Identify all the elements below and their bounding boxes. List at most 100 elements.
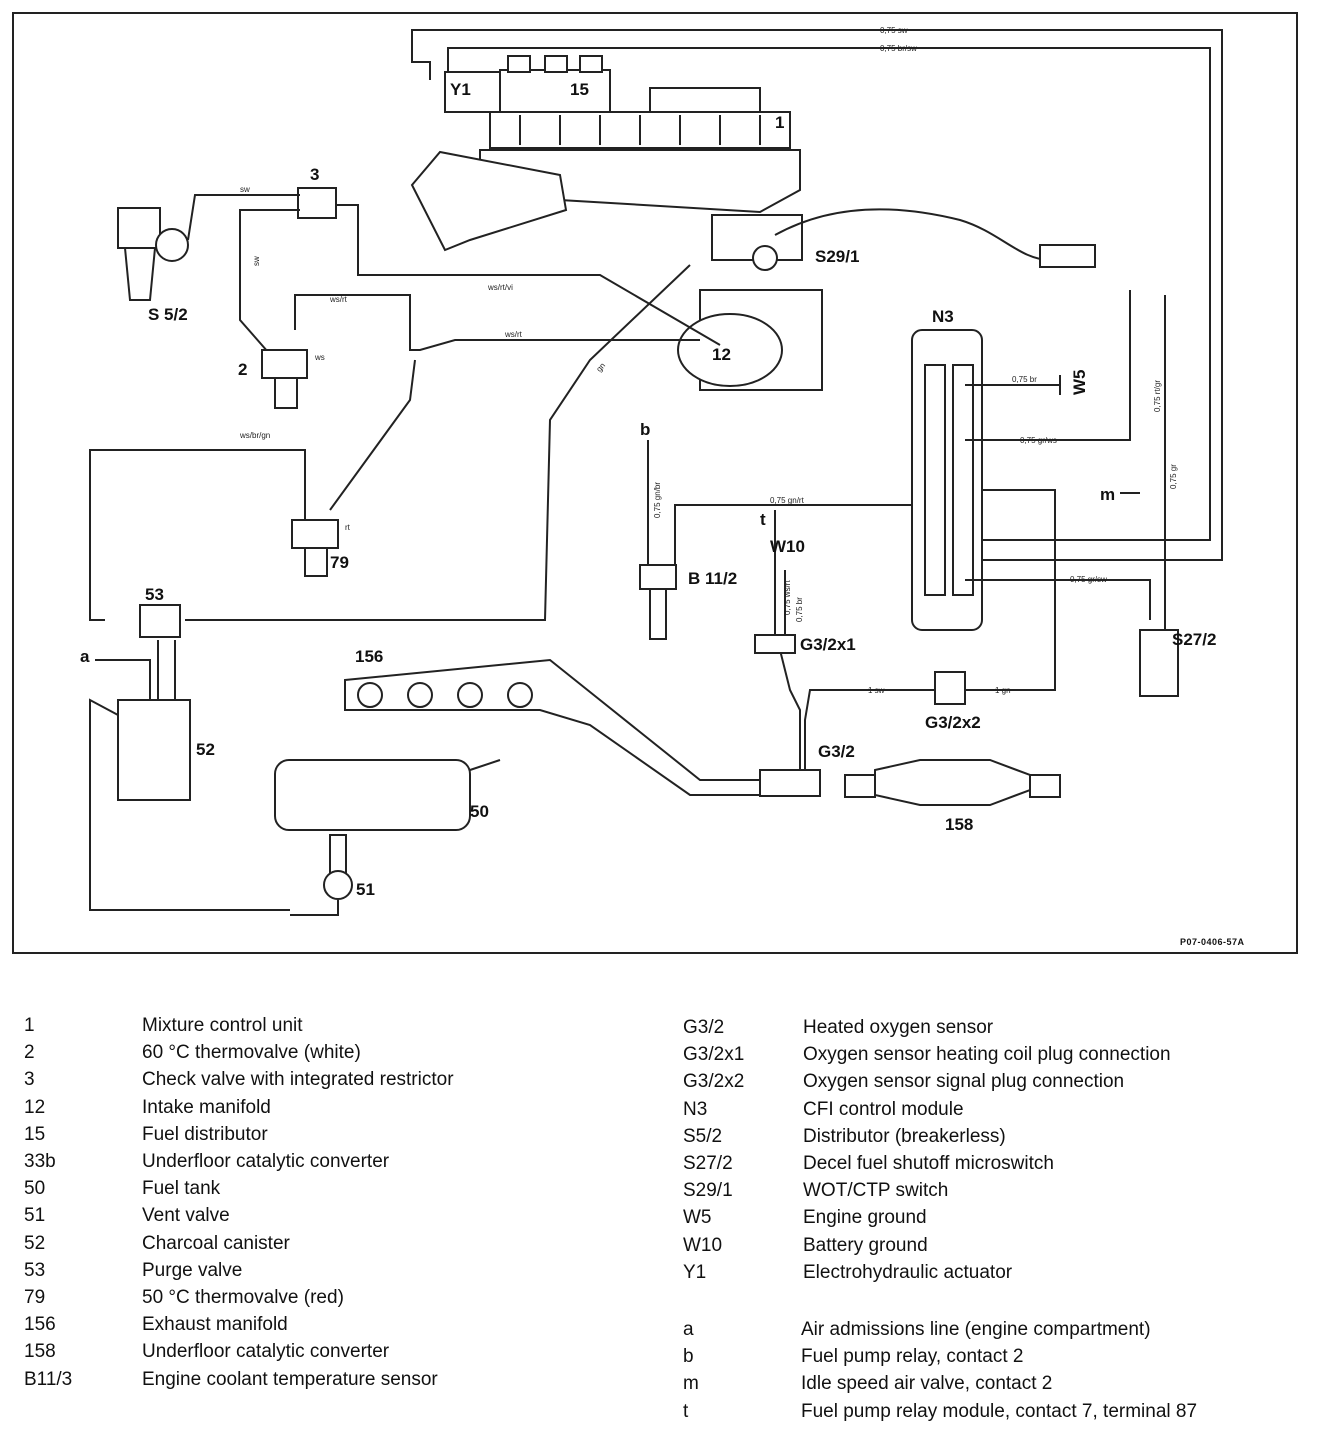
thermovalve-2-shape <box>261 349 308 409</box>
wire-label-rtgr: 0,75 rt/gr <box>1153 380 1162 412</box>
legend-description: Heated oxygen sensor <box>803 1017 994 1038</box>
wire-label-grsw: 0,75 gr/sw <box>1070 575 1107 584</box>
label-g3-2x1: G3/2x1 <box>800 635 856 654</box>
label-w10: W10 <box>770 537 805 556</box>
legend-code: b <box>683 1346 694 1368</box>
wire-top-brsw <box>447 47 1211 541</box>
check-valve-shape <box>297 187 337 219</box>
legend-description: Fuel pump relay, contact 2 <box>801 1346 1024 1368</box>
legend-description: Oxygen sensor signal plug connection <box>803 1071 1125 1093</box>
wire-label-gnrt: 0,75 gn/rt <box>770 496 805 505</box>
wire-label-sw1: sw <box>240 185 250 194</box>
legend-description: Purge valve <box>142 1259 243 1281</box>
catalytic-converter-shape <box>844 759 1061 806</box>
label-s5-2: S 5/2 <box>148 305 188 324</box>
label-53: 53 <box>145 585 164 604</box>
label-3: 3 <box>310 165 319 184</box>
label-b: b <box>640 420 650 439</box>
legend-description: 50 °C thermovalve (red) <box>142 1287 344 1308</box>
wire-label-wsrt1: ws/rt <box>329 295 348 304</box>
wire-label-br: 0,75 br <box>795 597 804 622</box>
legend-code: W10 <box>683 1234 723 1256</box>
legend-code: B11/3 <box>24 1368 73 1390</box>
legend-code: S5/2 <box>683 1125 723 1147</box>
legend-code: 12 <box>24 1096 46 1118</box>
label-n3: N3 <box>932 307 954 326</box>
legend-code: t <box>683 1400 689 1422</box>
legend-description: Oxygen sensor heating coil plug connecti… <box>803 1044 1171 1066</box>
legend-code: G3/2x1 <box>683 1044 745 1066</box>
b11-2-shape <box>639 564 677 640</box>
legend-code: G3/2x2 <box>683 1071 745 1093</box>
label-s29-1: S29/1 <box>815 247 859 266</box>
legend-description: Air admissions line (engine compartment) <box>801 1319 1151 1340</box>
wire-label-rt: rt <box>345 523 351 532</box>
intake-manifold-shape <box>677 289 823 391</box>
connector-right <box>1039 244 1096 268</box>
label-1: 1 <box>775 113 784 132</box>
legend-description: 60 °C thermovalve (white) <box>142 1042 361 1064</box>
wire-s29-loop <box>774 208 1051 261</box>
label-y1: Y1 <box>450 80 471 99</box>
wire-label-sw2: sw <box>252 256 261 266</box>
label-t: t <box>760 510 766 529</box>
legend-code: 50 <box>24 1178 46 1200</box>
legend-description: Charcoal canister <box>142 1232 290 1254</box>
legend-code: 52 <box>24 1232 46 1254</box>
legend-description: Underfloor catalytic converter <box>142 1341 390 1363</box>
legend-description: Engine ground <box>803 1207 927 1229</box>
label-s27-2: S27/2 <box>1172 630 1216 649</box>
legend-code: 33b <box>24 1151 56 1172</box>
legend-code: S27/2 <box>683 1153 733 1174</box>
legend-description: Decel fuel shutoff microswitch <box>803 1153 1054 1174</box>
wire-label-gn: gn <box>594 361 607 374</box>
legend-code: W5 <box>683 1207 712 1229</box>
label-50: 50 <box>470 802 489 821</box>
legend-code: a <box>683 1319 694 1340</box>
legend-code: 51 <box>24 1205 46 1227</box>
wire-label-wsrt2: ws/rt <box>504 330 523 339</box>
legend-description: Underfloor catalytic converter <box>142 1151 390 1172</box>
wire-label-wsrt-vi: ws/rt/vi <box>487 283 513 292</box>
thermovalve-79-shape <box>291 519 339 577</box>
legend-code: 15 <box>24 1123 46 1145</box>
label-156: 156 <box>355 647 383 666</box>
legend-code: m <box>683 1373 699 1395</box>
label-79: 79 <box>330 553 349 572</box>
legend-code: 2 <box>24 1042 35 1064</box>
label-g3-2x2: G3/2x2 <box>925 713 981 732</box>
legend-code: 1 <box>24 1015 35 1036</box>
legend-code: 53 <box>24 1259 46 1281</box>
g3-2x2-shape <box>934 671 966 705</box>
legend-description: Fuel distributor <box>142 1123 268 1145</box>
legend-description: Idle speed air valve, contact 2 <box>801 1373 1053 1395</box>
label-a: a <box>80 647 90 666</box>
label-158: 158 <box>945 815 973 834</box>
distributor-shape <box>117 207 189 301</box>
oxygen-sensor-shape <box>759 769 821 797</box>
legend-description: Exhaust manifold <box>142 1314 288 1336</box>
legend-description: Distributor (breakerless) <box>803 1125 1006 1147</box>
n3-module-shape <box>911 329 983 631</box>
label-52: 52 <box>196 740 215 759</box>
wire-label-top-sw: 0,75 sw <box>880 26 908 35</box>
legend-description: Mixture control unit <box>142 1015 303 1036</box>
label-g3-2: G3/2 <box>818 742 855 761</box>
figure-reference: P07-0406-57A <box>1180 937 1245 947</box>
label-b11-2: B 11/2 <box>688 569 737 588</box>
purge-valve-shape <box>139 604 181 638</box>
wire-label-ws-switch: 0,75 ws/rt <box>783 580 792 615</box>
legend-description: Fuel pump relay module, contact 7, termi… <box>801 1400 1198 1422</box>
legend-description: Intake manifold <box>142 1096 271 1118</box>
legend-code: 156 <box>24 1314 56 1336</box>
charcoal-canister-shape <box>89 698 290 911</box>
legend-description: Fuel tank <box>142 1178 221 1200</box>
legend-code: 158 <box>24 1341 56 1363</box>
wire-label-top-brsw: 0,75 br/sw <box>880 44 917 53</box>
legend-description: WOT/CTP switch <box>803 1180 949 1202</box>
air-intake-boot <box>410 150 568 252</box>
label-12: 12 <box>712 345 731 364</box>
label-2: 2 <box>238 360 247 379</box>
wire-label-ws: ws <box>314 353 325 362</box>
wire-label-1sw: 1 sw <box>868 686 885 695</box>
